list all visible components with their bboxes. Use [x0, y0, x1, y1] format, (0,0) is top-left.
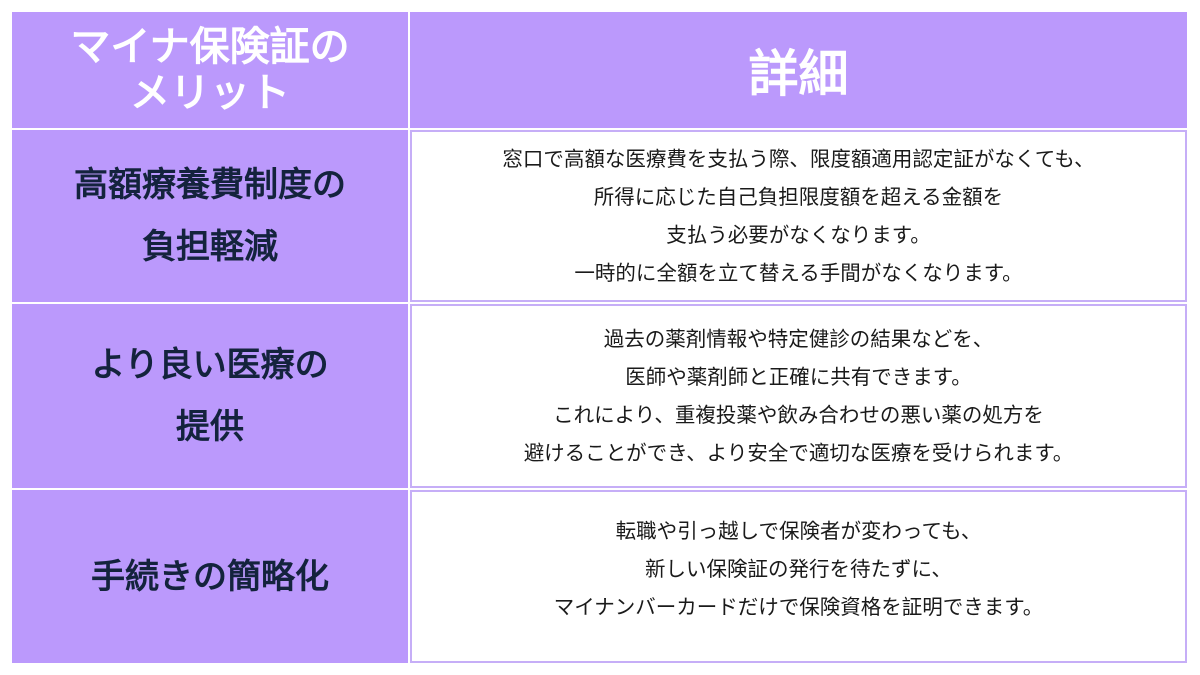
row-detail-better-medical-care: 過去の薬剤情報や特定健診の結果などを、 医師や薬剤師と正確に共有できます。 これ…	[410, 304, 1187, 488]
detail-line: これにより、重複投薬や飲み合わせの悪い薬の処方を	[553, 403, 1044, 427]
row-label-line2: 負担軽減	[142, 227, 278, 267]
header-detail-cell: 詳細	[410, 12, 1187, 128]
row-detail-simplified-procedures: 転職や引っ越しで保険者が変わっても、 新しい保険証の発行を待たずに、 マイナンバ…	[410, 490, 1187, 663]
detail-line: 一時的に全額を立て替える手間がなくなります。	[574, 261, 1023, 285]
row-label-line2: 提供	[175, 407, 244, 447]
row-label-high-cost-medical: 高額療養費制度の 負担軽減	[12, 130, 408, 302]
header-merit-title-line2: メリット	[129, 70, 290, 116]
merits-table: マイナ保険証の メリット 詳細 高額療養費制度の 負担軽減 窓口で高額な医療費を…	[12, 12, 1187, 663]
detail-line: 所得に応じた自己負担限度額を超える金額を	[593, 185, 1004, 209]
detail-line: 転職や引っ越しで保険者が変わっても、	[615, 518, 982, 543]
row-label-line1: 手続きの簡略化	[91, 556, 329, 597]
row-label-simplified-procedures: 手続きの簡略化	[12, 490, 408, 663]
detail-line: 過去の薬剤情報や特定健診の結果などを、	[603, 327, 994, 351]
header-merit-title-line1: マイナ保険証の	[70, 24, 350, 70]
row-label-better-medical-care: より良い医療の 提供	[12, 304, 408, 488]
detail-line: 新しい保険証の発行を待たずに、	[645, 556, 952, 581]
detail-line: 避けることができ、より安全で適切な医療を受けられます。	[523, 441, 1074, 465]
header-merit-cell: マイナ保険証の メリット	[12, 12, 408, 128]
detail-line: マイナンバーカードだけで保険資格を証明できます。	[553, 594, 1044, 619]
row-label-line1: より良い医療の	[91, 345, 329, 385]
detail-line: 支払う必要がなくなります。	[666, 223, 931, 247]
header-detail-title: 詳細	[748, 45, 849, 103]
row-label-line1: 高額療養費制度の	[74, 165, 346, 205]
row-detail-high-cost-medical: 窓口で高額な医療費を支払う際、限度額適用認定証がなくても、 所得に応じた自己負担…	[410, 130, 1187, 302]
detail-line: 窓口で高額な医療費を支払う際、限度額適用認定証がなくても、	[502, 147, 1095, 171]
detail-line: 医師や薬剤師と正確に共有できます。	[625, 365, 972, 389]
